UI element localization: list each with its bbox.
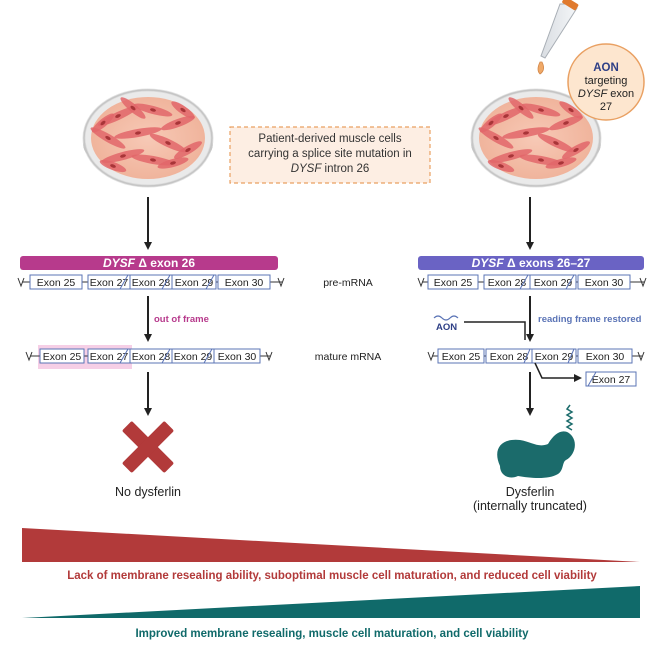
- cell-nucleus: [518, 105, 524, 111]
- cell-nucleus: [130, 105, 136, 111]
- aon-bubble-line4: 27: [600, 101, 612, 113]
- right-gene-banner: DYSF Δ exons 26–27: [418, 256, 644, 270]
- exon-label: Exon 25: [442, 351, 481, 363]
- cell-nucleus: [170, 161, 176, 165]
- right-pre-mrna: Exon 25 Exon 28 Exon 29 Exon 30: [417, 274, 647, 290]
- callout-line1: Patient-derived muscle cells: [258, 133, 401, 145]
- left-petri-dish: [82, 88, 214, 188]
- aon-bubble-line3: DYSF exon: [578, 88, 634, 100]
- cell-nucleus: [165, 141, 171, 145]
- muscle-cells-right: [478, 97, 590, 173]
- cell-nucleus: [115, 114, 121, 118]
- cell-nucleus: [180, 107, 186, 113]
- cell-nucleus: [150, 108, 156, 112]
- cell-nucleus: [558, 161, 564, 165]
- callout-line3: DYSF intron 26: [291, 163, 370, 175]
- reading-frame-restored-label: reading frame restored: [538, 314, 642, 325]
- dysferlin-label: Dysferlin: [506, 485, 555, 499]
- cell-nucleus: [508, 154, 514, 158]
- internally-truncated-label: (internally truncated): [473, 499, 587, 513]
- left-gene-banner: DYSF Δ exon 26: [20, 256, 278, 270]
- exon-label: Exon 25: [37, 277, 76, 289]
- red-declining-wedge: [22, 528, 640, 562]
- right-petri-dish: [470, 88, 602, 188]
- left-banner-text: DYSF Δ exon 26: [103, 256, 195, 270]
- exon-label: Exon 27: [90, 351, 129, 363]
- muscle-cells-left: [90, 97, 202, 173]
- patient-cells-callout: Patient-derived muscle cells carrying a …: [229, 126, 431, 184]
- exon-label: Exon 25: [43, 351, 82, 363]
- pipette-icon: [537, 0, 579, 75]
- aon-bubble-line2: targeting: [585, 75, 628, 87]
- exon-label: Exon 30: [585, 277, 624, 289]
- cell-nucleus: [488, 120, 494, 126]
- exon-label: Exon 28: [132, 277, 171, 289]
- cell-nucleus: [110, 164, 116, 168]
- left-pre-mrna: Exon 25 Exon 27 Exon 28 Exon 29 Exon 30: [17, 274, 285, 290]
- cell-nucleus: [150, 158, 156, 162]
- excised-exon-27: Exon 27: [534, 362, 637, 387]
- exon-label: Exon 30: [586, 351, 625, 363]
- cell-nucleus: [498, 164, 504, 168]
- cell-nucleus: [185, 147, 191, 153]
- cell-nucleus: [563, 121, 569, 125]
- exon-label: Exon 30: [218, 351, 257, 363]
- no-dysferlin-label: No dysferlin: [115, 485, 181, 499]
- teal-rising-wedge: [22, 586, 640, 618]
- exon-label: Exon 29: [535, 351, 574, 363]
- cell-nucleus: [135, 131, 141, 135]
- aon-strand: AON: [433, 315, 526, 340]
- exon-label: Exon 29: [174, 351, 213, 363]
- cell-nucleus: [573, 147, 579, 153]
- left-mature-mrna: Exon 25 Exon 27 Exon 28 Exon 29 Exon 30: [25, 345, 273, 369]
- exon-label: Exon 28: [490, 351, 529, 363]
- callout-line2: carrying a splice site mutation in: [248, 148, 412, 160]
- aon-bubble: AON targeting DYSF exon 27: [567, 43, 645, 121]
- cell-nucleus: [105, 135, 111, 141]
- exon-label: Exon 30: [225, 277, 264, 289]
- out-of-frame-label: out of frame: [154, 314, 209, 325]
- cell-nucleus: [568, 107, 574, 113]
- exon-label: Exon 29: [534, 277, 573, 289]
- cell-nucleus: [553, 141, 559, 145]
- right-mature-mrna: Exon 25 Exon 28 Exon 29 Exon 30: [427, 348, 645, 364]
- exon-label: Exon 25: [434, 277, 473, 289]
- cell-nucleus: [175, 121, 181, 125]
- no-protein-x-icon: [122, 421, 174, 473]
- cell-nucleus: [100, 120, 106, 126]
- cell-nucleus: [503, 114, 509, 118]
- aon-bubble-title: AON: [593, 62, 619, 74]
- exon-label: Exon 27: [592, 374, 631, 386]
- cell-nucleus: [538, 108, 544, 112]
- cell-nucleus: [493, 135, 499, 141]
- cell-nucleus: [538, 158, 544, 162]
- exon-label: Exon 29: [175, 277, 214, 289]
- negative-outcome-text: Lack of membrane resealing ability, subo…: [67, 570, 597, 582]
- exon-label: Exon 27: [90, 277, 129, 289]
- aon-label: AON: [436, 322, 457, 333]
- dysferlin-protein-icon: [497, 404, 575, 478]
- positive-outcome-text: Improved membrane resealing, muscle cell…: [135, 628, 529, 640]
- pre-mrna-label: pre-mRNA: [323, 277, 373, 289]
- cell-nucleus: [120, 154, 126, 158]
- exon-label: Exon 28: [488, 277, 527, 289]
- right-banner-text: DYSF Δ exons 26–27: [472, 256, 591, 270]
- exon-label: Exon 28: [132, 351, 171, 363]
- mature-mrna-label: mature mRNA: [315, 351, 382, 363]
- cell-nucleus: [523, 131, 529, 135]
